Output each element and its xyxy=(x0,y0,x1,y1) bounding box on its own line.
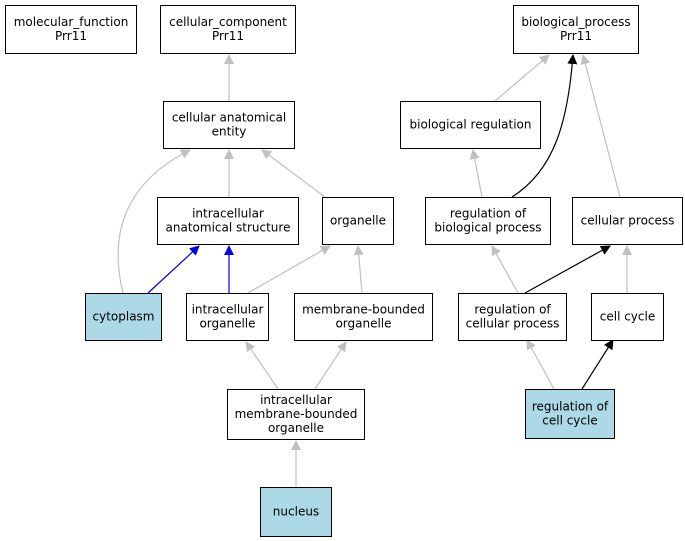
edge-io-org xyxy=(247,245,331,294)
node-label-rcp: cellular process xyxy=(466,317,560,331)
node-cp[interactable]: cellular process xyxy=(572,197,683,245)
node-label-cae: entity xyxy=(212,125,247,139)
node-label-imbo: intracellular xyxy=(260,393,332,407)
node-box-cp[interactable] xyxy=(572,197,683,245)
node-box-mf[interactable] xyxy=(5,5,137,54)
edge-rcc-cyc xyxy=(581,339,614,390)
edge-line-cp-bp xyxy=(580,54,621,198)
node-label-mbo: organelle xyxy=(335,317,391,331)
edge-rcp-rbp xyxy=(491,245,519,294)
edge-line-rbp-bp xyxy=(511,54,578,198)
edge-line-cyto-cae xyxy=(117,149,191,294)
node-org[interactable]: organelle xyxy=(322,197,394,245)
edge-line-rcp-cp xyxy=(524,245,611,294)
nodes-layer: molecular_functionPrr11cellular_componen… xyxy=(5,5,683,537)
node-label-ias: anatomical structure xyxy=(166,221,291,235)
edge-imbo-mbo xyxy=(314,341,347,390)
edge-line-rbp-breg xyxy=(469,149,483,198)
node-label-cae: cellular anatomical xyxy=(172,111,286,125)
node-box-cyc[interactable] xyxy=(591,293,664,341)
node-box-cyto[interactable] xyxy=(85,293,162,341)
node-box-cc[interactable] xyxy=(160,5,296,54)
node-label-bp: biological_process xyxy=(521,15,630,29)
node-box-cae[interactable] xyxy=(163,101,295,149)
edge-org-cae xyxy=(261,149,326,198)
node-box-rcp[interactable] xyxy=(458,293,567,341)
node-box-imbo[interactable] xyxy=(227,389,365,440)
node-box-io[interactable] xyxy=(186,293,269,341)
node-box-rbp[interactable] xyxy=(425,197,551,245)
node-box-breg[interactable] xyxy=(400,101,541,149)
node-label-rcp: regulation of xyxy=(474,303,551,317)
node-label-ias: intracellular xyxy=(192,207,264,221)
edge-line-mbo-org xyxy=(353,245,364,294)
node-label-org: organelle xyxy=(330,214,386,228)
edge-line-org-cae xyxy=(261,149,326,198)
node-label-rbp: biological process xyxy=(434,221,541,235)
node-label-breg: biological regulation xyxy=(410,118,532,132)
node-cyc[interactable]: cell cycle xyxy=(591,293,664,341)
edge-line-imbo-mbo xyxy=(314,341,347,390)
node-label-rcc: cell cycle xyxy=(542,414,597,428)
node-box-nuc[interactable] xyxy=(260,487,332,537)
edge-rbp-bp xyxy=(511,54,578,198)
node-box-mbo[interactable] xyxy=(294,293,433,341)
node-label-cc: cellular_component xyxy=(169,15,287,29)
node-label-mf: molecular_function xyxy=(14,15,129,29)
node-breg[interactable]: biological regulation xyxy=(400,101,541,149)
edge-line-rcc-cyc xyxy=(581,339,614,390)
edge-rcp-cp xyxy=(524,245,611,294)
edge-cp-bp xyxy=(580,54,621,198)
node-label-imbo: organelle xyxy=(268,421,324,435)
node-label-rcc: regulation of xyxy=(532,400,609,414)
node-box-bp[interactable] xyxy=(513,5,639,54)
edge-rcc-rcp xyxy=(526,339,555,390)
node-label-mbo: membrane-bounded xyxy=(302,303,425,317)
edges-layer xyxy=(117,54,632,487)
edge-line-imbo-io xyxy=(245,341,279,390)
node-box-rcc[interactable] xyxy=(525,389,615,439)
node-label-cc: Prr11 xyxy=(212,29,244,43)
node-label-imbo: membrane-bounded xyxy=(235,407,358,421)
edge-line-cyto-ias xyxy=(147,245,200,294)
edge-rbp-breg xyxy=(469,149,483,198)
edge-line-rcp-rbp xyxy=(491,245,519,294)
node-label-io: intracellular xyxy=(192,303,264,317)
node-box-org[interactable] xyxy=(322,197,394,245)
node-label-mf: Prr11 xyxy=(55,29,87,43)
edge-cyto-cae xyxy=(117,149,191,294)
node-box-ias[interactable] xyxy=(157,197,299,245)
edge-line-breg-bp xyxy=(494,54,550,102)
node-label-rbp: regulation of xyxy=(450,207,527,221)
node-label-cyto: cytoplasm xyxy=(93,310,155,324)
node-nuc[interactable]: nucleus xyxy=(260,487,332,537)
node-label-io: organelle xyxy=(199,317,255,331)
edge-line-io-org xyxy=(247,245,331,294)
edge-cyto-ias xyxy=(147,245,200,294)
node-label-cp: cellular process xyxy=(581,214,675,228)
edge-line-rcc-rcp xyxy=(526,339,555,390)
edge-imbo-io xyxy=(245,341,279,390)
edge-breg-bp xyxy=(494,54,550,102)
node-label-nuc: nucleus xyxy=(273,505,319,519)
edge-mbo-org xyxy=(353,245,364,294)
node-cyto[interactable]: cytoplasm xyxy=(85,293,162,341)
node-label-bp: Prr11 xyxy=(560,29,592,43)
node-label-cyc: cell cycle xyxy=(600,310,655,324)
